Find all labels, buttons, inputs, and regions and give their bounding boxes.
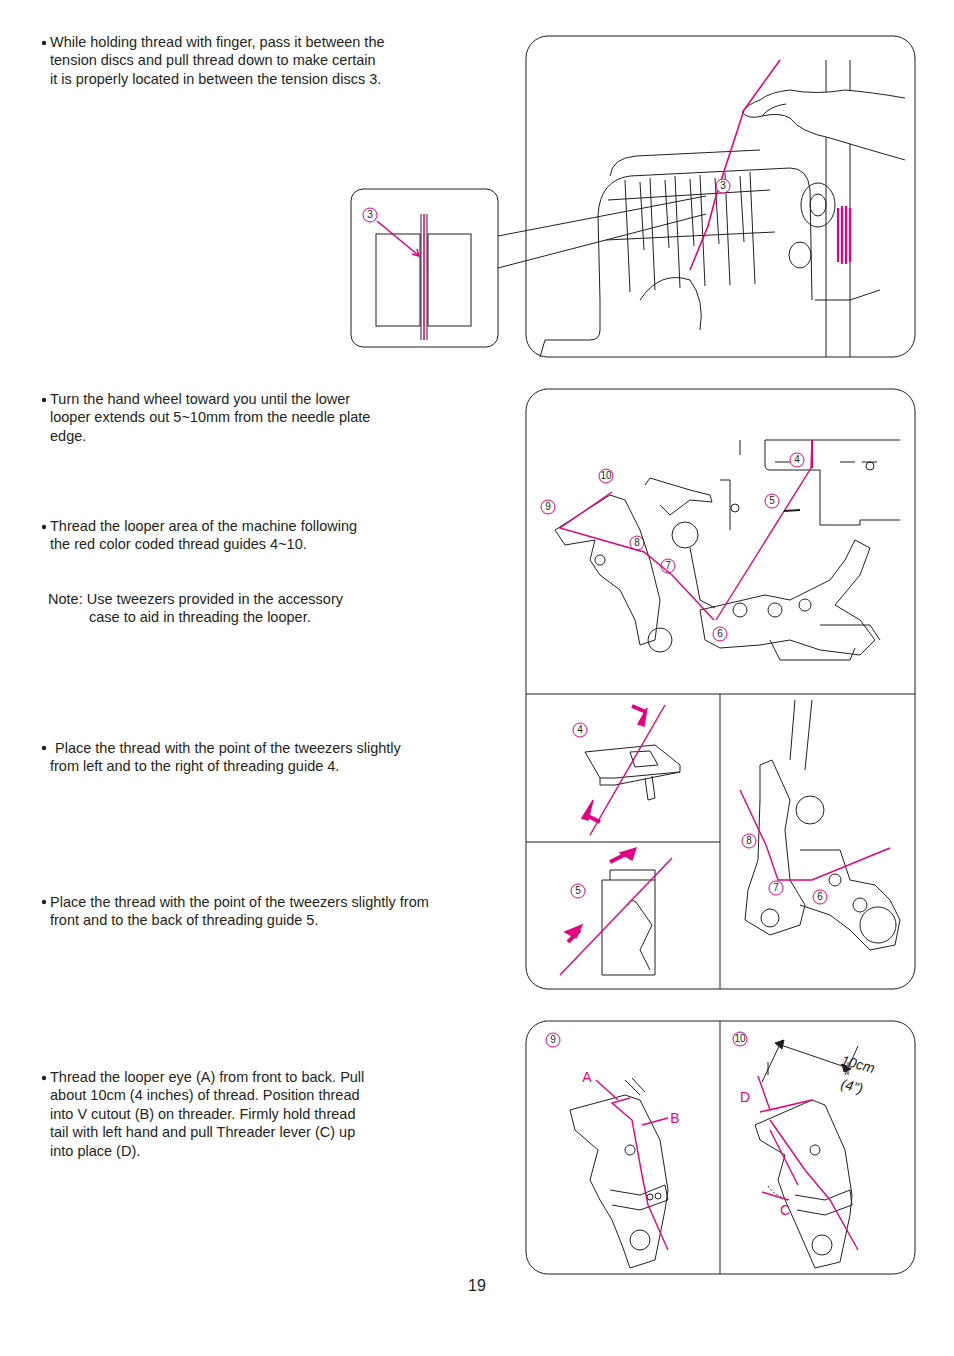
part-letter: B — [670, 1111, 679, 1125]
callout-number: 5 — [575, 886, 581, 896]
callout-number: 8 — [746, 836, 752, 846]
part-letter: D — [740, 1090, 750, 1104]
callout-number: 7 — [665, 561, 671, 571]
callout-number: 3 — [367, 210, 373, 220]
instruction-text: Note: Use tweezers provided in the acces… — [48, 590, 373, 627]
instruction-text: Thread the looper eye (A) from front to … — [50, 1068, 365, 1160]
callout-number: 6 — [817, 892, 823, 902]
instruction-text: While holding thread with finger, pass i… — [50, 33, 385, 88]
instruction-text: Place the thread with the point of the t… — [50, 893, 430, 930]
callout-number: 9 — [550, 1035, 556, 1045]
callout-number: 8 — [634, 538, 640, 548]
callout-number: 7 — [773, 883, 779, 893]
callout-number: 4 — [577, 725, 583, 735]
page-number: 19 — [468, 1278, 486, 1294]
callout-number: 5 — [769, 496, 775, 506]
callout-number: 10 — [600, 471, 611, 481]
callout-number: 3 — [720, 181, 726, 191]
callout-number: 4 — [794, 455, 800, 465]
dimension-label: (4") — [840, 1077, 865, 1096]
part-letter: C — [780, 1203, 790, 1217]
dimension-label: 10cm — [840, 1053, 877, 1075]
instruction-text: Thread the looper area of the machine fo… — [50, 517, 380, 554]
callout-number: 9 — [545, 502, 551, 512]
instruction-text: Place the thread with the point of the t… — [50, 739, 425, 776]
part-letter: A — [582, 1070, 591, 1084]
instruction-text: Turn the hand wheel toward you until the… — [50, 390, 375, 445]
callout-number: 6 — [717, 629, 723, 639]
callout-number: 10 — [734, 1034, 745, 1044]
